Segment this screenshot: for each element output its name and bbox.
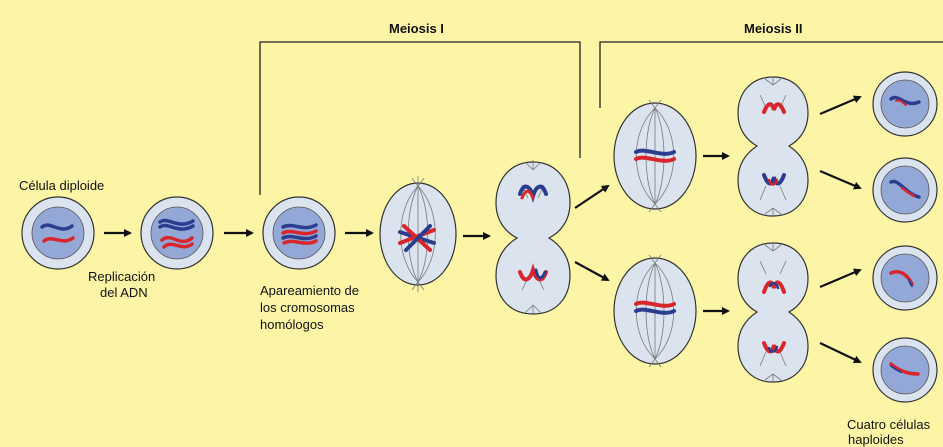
anaphase-2-upper-cell <box>738 77 808 216</box>
pairing-label-line1: Apareamiento de <box>260 283 359 298</box>
pairing-cell <box>263 197 335 269</box>
anaphase-1-cell <box>496 160 570 315</box>
diploid-cell <box>22 197 94 269</box>
dna-replication-label-line1: Replicación <box>88 269 155 284</box>
replicated-cell <box>141 197 213 269</box>
meiosis-2-heading: Meiosis II <box>744 21 803 36</box>
dna-replication-label-line2: del ADN <box>100 285 148 300</box>
pairing-label-line2: los cromosomas <box>260 300 355 315</box>
haploid-label-line1: Cuatro células <box>847 417 930 432</box>
metaphase-2-upper-cell <box>614 100 696 212</box>
haploid-label-line2: haploides <box>848 432 904 447</box>
metaphase-2-lower-cell <box>614 255 696 367</box>
diploid-cell-label: Célula diploide <box>19 178 104 193</box>
metaphase-1-cell <box>380 176 456 292</box>
haploid-cell-1 <box>873 72 937 136</box>
haploid-cell-3 <box>873 246 937 310</box>
pairing-label-line3: homólogos <box>260 317 324 332</box>
haploid-cell-2 <box>873 158 937 222</box>
anaphase-2-lower-cell <box>738 243 808 382</box>
meiosis-1-heading: Meiosis I <box>389 21 444 36</box>
haploid-cell-4 <box>873 338 937 402</box>
